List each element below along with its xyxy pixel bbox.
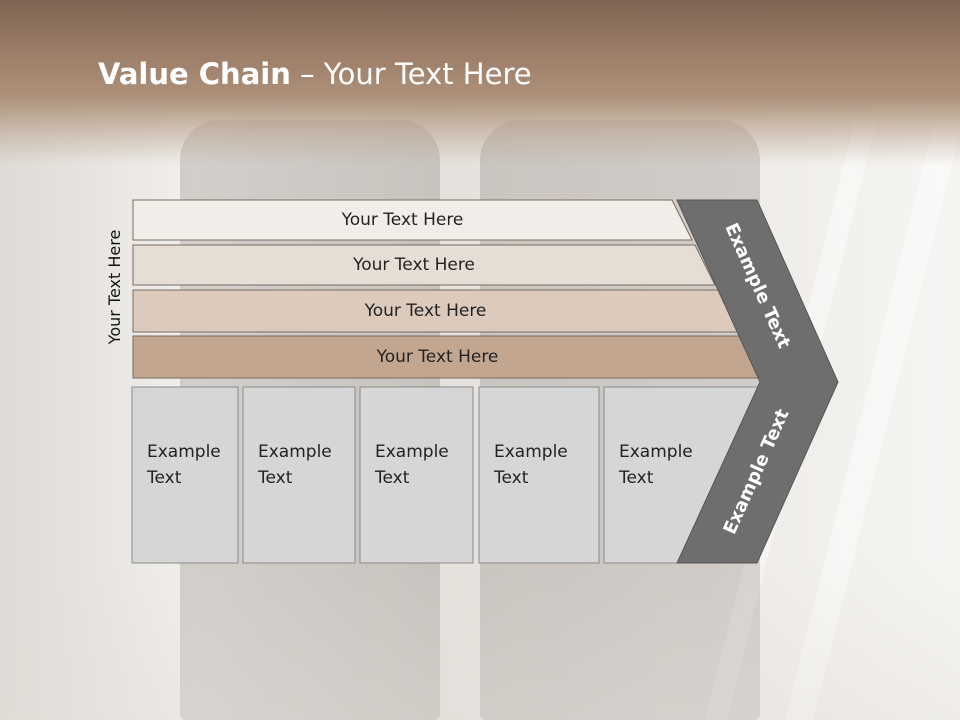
- support-activity-row: [132, 199, 693, 241]
- primary-activity-label: Example Text: [258, 442, 332, 488]
- support-activity-label: Your Text Here: [364, 301, 487, 321]
- title-rest: – Your Text Here: [290, 57, 532, 91]
- primary-activity-box: [359, 386, 474, 564]
- support-activity-label: Your Text Here: [341, 210, 464, 230]
- bottom-fade: [0, 560, 960, 720]
- primary-activity-label: Example Text: [619, 442, 693, 488]
- support-activity-label: Your Text Here: [376, 347, 499, 367]
- primary-activity-box: [131, 386, 239, 564]
- margin-chevron: [676, 199, 839, 564]
- primary-activity-box: [478, 386, 600, 564]
- primary-activity-label: Example Text: [147, 442, 221, 488]
- primary-activity-label: Example Text: [494, 442, 568, 488]
- slide-title: Value Chain – Your Text Here: [98, 54, 532, 94]
- support-activity-label: Your Text Here: [353, 255, 475, 275]
- support-activity-row: [132, 244, 716, 286]
- primary-activity-box: [242, 386, 356, 564]
- primary-activity-label: Example Text: [375, 442, 449, 488]
- header-band: [0, 0, 960, 165]
- title-bold: Value Chain: [98, 57, 291, 91]
